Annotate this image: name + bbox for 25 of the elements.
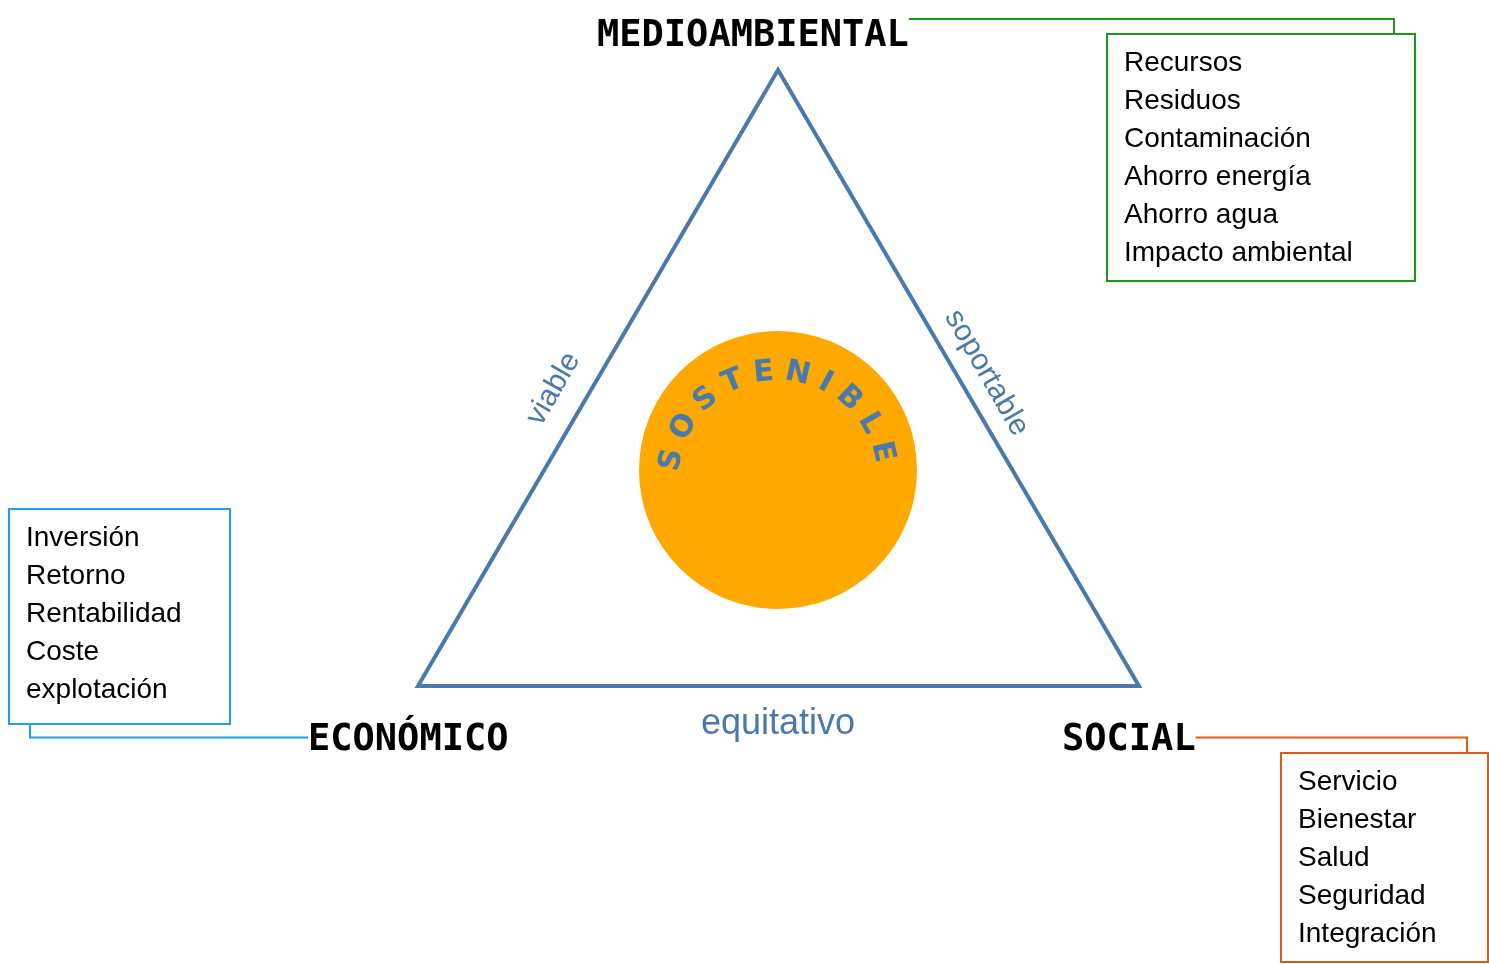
vertex-heading: SOCIAL — [1062, 716, 1196, 759]
list-item: Ahorro agua — [1124, 197, 1279, 231]
list-item: Integración — [1298, 916, 1437, 950]
list-item: Servicio — [1298, 764, 1398, 798]
list-item: Residuos — [1124, 83, 1241, 117]
vertex-heading: ECONÓMICO — [308, 716, 509, 759]
list-item: Seguridad — [1298, 878, 1426, 912]
vertex-heading: MEDIOAMBIENTAL — [597, 12, 909, 55]
list-box — [8, 508, 231, 725]
list-item: Salud — [1298, 840, 1370, 874]
leader-line — [1194, 736, 1468, 753]
list-item: Inversión — [26, 520, 140, 554]
leader-line — [29, 724, 309, 739]
list-box — [1106, 33, 1416, 282]
list-item: Bienestar — [1298, 802, 1417, 836]
side-label: equitativo — [700, 701, 856, 743]
list-item: Contaminación — [1124, 121, 1311, 155]
list-item: Recursos — [1124, 45, 1243, 79]
list-item: Coste explotación — [26, 634, 169, 706]
leader-line — [907, 18, 1395, 34]
list-box — [1280, 752, 1489, 963]
list-item: Impacto ambiental — [1124, 235, 1353, 269]
list-item: Retorno — [26, 558, 126, 592]
list-item: Rentabilidad — [26, 596, 182, 630]
list-item: Ahorro energía — [1124, 159, 1311, 193]
